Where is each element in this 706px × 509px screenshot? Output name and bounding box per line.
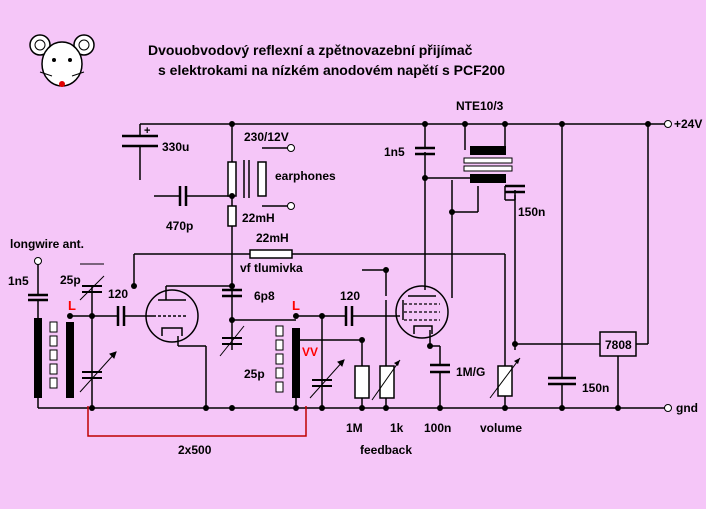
ferrite-coil-left: [34, 318, 74, 398]
label-25p-top: 25p: [60, 273, 81, 287]
choke-22mh: [227, 205, 237, 227]
mouse-face-icon: [29, 34, 95, 87]
label-7808: 7808: [605, 338, 632, 352]
label-vf-tlumivka: vf tlumivka: [240, 261, 303, 275]
label-1m-g: 1M/G: [456, 365, 485, 379]
label-coil-l2: L: [292, 298, 300, 313]
ferrite-coil-right: [275, 325, 300, 398]
capacitor-6p8: [222, 288, 242, 298]
label-1n5-left: 1n5: [8, 274, 29, 288]
label-1k: 1k: [390, 421, 404, 435]
potentiometer-1k: [371, 359, 401, 401]
capacitor-120-left: [116, 306, 126, 326]
label-feedback: feedback: [360, 443, 412, 457]
label-1n5-right: 1n5: [384, 145, 405, 159]
plus-sign: +: [144, 125, 150, 137]
label-150n-bottom: 150n: [582, 381, 609, 395]
label-22mh-b: 22mH: [256, 231, 289, 245]
regulator-7808-box: [599, 331, 637, 357]
capacitor-150n-bottom: [548, 376, 576, 386]
output-transformer-nte10-3: [463, 146, 513, 183]
wiring: [37, 123, 665, 409]
label-earphones: earphones: [275, 169, 336, 183]
trimmer-25p-mid: [219, 325, 245, 357]
tuning-gang-link: [87, 406, 307, 437]
label-2x500: 2x500: [178, 443, 212, 457]
transformer-230-12v: [227, 160, 267, 198]
antenna-terminal: [34, 257, 42, 265]
variable-capacitor-left: [79, 351, 117, 393]
vacuum-tube-right: [395, 285, 449, 339]
label-330u: 330u: [162, 140, 189, 154]
label-coil-l1: L: [68, 298, 76, 313]
capacitor-1n5-left: [28, 293, 48, 302]
capacitor-150n-top: [505, 184, 525, 194]
label-150n-top: 150n: [518, 205, 545, 219]
earphone-terminal-top: [287, 144, 295, 152]
label-gnd: gnd: [676, 401, 698, 415]
label-100n: 100n: [424, 421, 451, 435]
capacitor-100n: [430, 363, 450, 374]
potentiometer-volume: [489, 357, 521, 399]
trimmer-25p-top: [79, 263, 105, 301]
title-line-1: Dvouobvodový reflexní a zpětnovazební př…: [148, 42, 473, 58]
capacitor-1n5-right: [415, 146, 435, 156]
label-6p8: 6p8: [254, 289, 275, 303]
variable-capacitor-right: [309, 359, 345, 399]
label-120-left: 120: [108, 287, 128, 301]
vacuum-tube-left: [145, 289, 199, 343]
junction-dots: [67, 121, 651, 411]
capacitor-330u: [122, 134, 158, 148]
label-volume: volume: [480, 421, 522, 435]
earphone-terminal-bottom: [287, 202, 295, 210]
label-230-12v: 230/12V: [244, 130, 289, 144]
label-120-right: 120: [340, 289, 360, 303]
label-vv: VV: [302, 345, 318, 359]
terminal-24v: [664, 120, 672, 128]
label-longwire: longwire ant.: [10, 237, 84, 251]
label-24v: +24V: [674, 117, 702, 131]
label-22mh-a: 22mH: [242, 211, 275, 225]
terminal-gnd: [664, 404, 672, 412]
label-25p-mid: 25p: [244, 367, 265, 381]
capacitor-470p: [178, 186, 188, 206]
choke-22mh-horizontal: [249, 249, 293, 259]
label-470p: 470p: [166, 219, 193, 233]
resistor-1m: [354, 365, 370, 399]
label-nte10-3: NTE10/3: [456, 99, 504, 113]
label-1m: 1M: [346, 421, 363, 435]
capacitor-120-right: [344, 306, 354, 326]
title-line-2: s elektrokami na nízkém anodovém napětí …: [158, 62, 505, 78]
